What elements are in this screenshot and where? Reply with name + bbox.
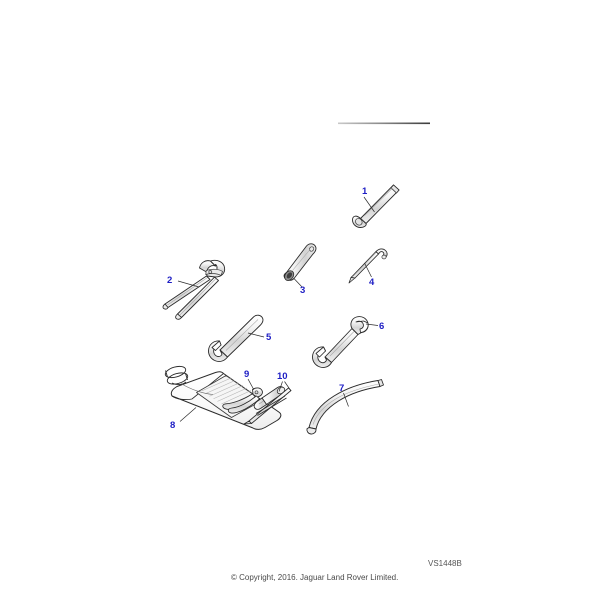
part-hex-key: 4	[348, 248, 388, 288]
callout-6: 6	[379, 321, 384, 332]
callout-4: 4	[369, 277, 375, 288]
copyright-text: © Copyright, 2016. Jaguar Land Rover Lim…	[231, 573, 398, 582]
part-tow-handle: 7	[306, 379, 384, 435]
part-wheel-brace: 1	[352, 184, 400, 228]
callout-1: 1	[362, 186, 368, 197]
callout-8: 8	[170, 420, 175, 431]
callout-3: 3	[300, 285, 305, 296]
part-tool-roll: 8	[164, 365, 282, 431]
callout-2: 2	[167, 275, 172, 286]
part-socket-tube: 3	[283, 243, 317, 296]
callout-9: 9	[244, 369, 249, 380]
callout-10: 10	[277, 371, 288, 382]
part-slip-joint-pliers: 2	[162, 259, 226, 320]
top-rule	[338, 122, 430, 125]
part-spanner-small: 5	[208, 314, 272, 362]
part-spanner-large: 6	[312, 316, 384, 368]
callout-5: 5	[266, 332, 272, 343]
part-number-text: VS1448B	[428, 559, 462, 568]
callout-7: 7	[339, 383, 344, 394]
part-screwdriver-set: 10	[243, 371, 292, 425]
part-pliers-in-roll: 9	[222, 369, 263, 414]
